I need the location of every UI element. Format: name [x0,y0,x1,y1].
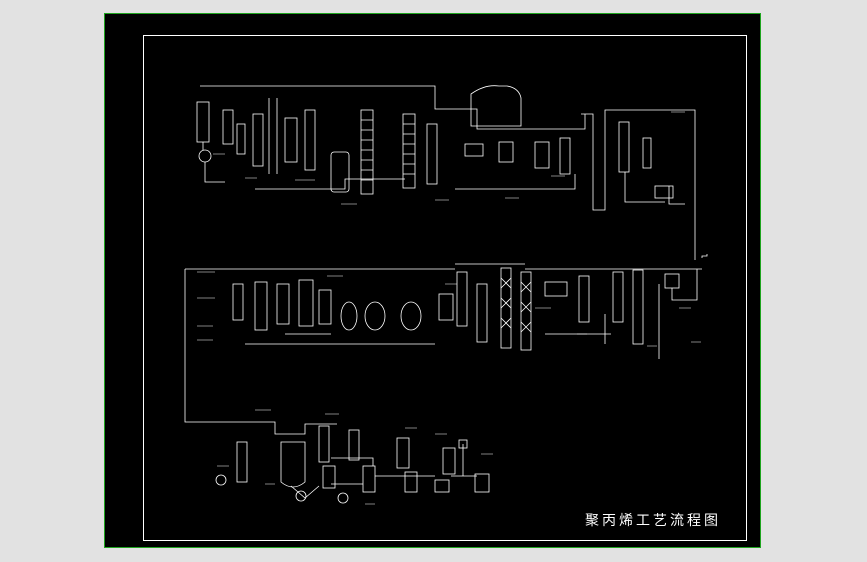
low-line-a [331,457,374,485]
mid-dryer-1 [612,271,624,323]
upper-return-pipe [255,178,405,190]
vessel-4 [252,113,264,167]
exchanger-4 [559,137,571,175]
vessel-3 [236,123,246,155]
mid-column-4 [520,271,532,351]
low-pump-2 [295,490,307,502]
feed-line [202,142,225,183]
middle-process-line [184,254,708,423]
mid-column-1 [456,271,468,327]
mid-final-line [658,269,698,359]
tank-vertical [268,98,278,174]
tower-right-2 [642,137,652,169]
upper-bottom-line [455,174,576,190]
mid-tank-3 [400,301,422,331]
exchanger-1 [464,143,484,157]
low-column-2 [348,429,360,461]
low-packaging-2 [474,473,490,493]
low-silo [442,447,456,475]
upper-process-line [196,85,696,260]
annotation-marks [197,111,701,505]
upper-feed-header [200,85,586,130]
low-packaging-1 [434,479,450,493]
mid-vessel-1 [232,283,244,321]
drum-1 [330,151,350,193]
mid-column-4-lattice [520,281,532,333]
connector-upper-middle [701,254,708,258]
middle-header-pipe [185,263,702,270]
lower-process-line [215,421,490,504]
low-vessel-3 [362,465,376,493]
drawing-sheet: 聚丙烯工艺流程图 [104,13,761,548]
mid-tank-2 [364,301,386,331]
low-column-1 [318,425,330,463]
column-4 [426,123,438,185]
low-vessel-2 [322,465,336,489]
tower-right-1 [618,121,630,173]
cyclone-pipe [624,172,685,205]
mid-reactor-2 [298,279,314,327]
mid-exchanger [438,293,454,321]
mid-dryer-2 [632,269,644,345]
low-line-b [375,444,477,477]
low-pump-1 [215,474,227,486]
mid-reactor-3 [318,289,332,325]
mid-column-3-lattice [500,277,512,329]
drawing-frame-border [143,35,747,541]
mid-hopper [544,281,568,297]
exchanger-2 [498,141,514,163]
process-flow-diagram [184,85,708,505]
low-mixer [290,485,320,499]
mid-reactor-1 [276,283,290,325]
column-2 [360,109,374,195]
low-vessel-1 [236,441,248,483]
transfer-line [581,109,696,260]
vessel-2 [222,109,234,145]
column-3-trays [403,123,415,175]
lower-header-pipe [255,421,337,435]
mid-circulation-line [245,333,435,345]
low-pump-3 [337,492,349,504]
low-exchanger-2 [404,471,418,493]
column-3 [402,113,416,189]
cyclone [654,185,674,199]
column-2-trays [361,119,373,181]
feed-vessel [196,101,210,143]
feed-pump [198,149,212,163]
low-exchanger-1 [396,437,410,469]
mid-column-2 [476,283,488,343]
low-small-vessel [458,439,468,449]
storage-tank [470,85,522,127]
drawing-title: 聚丙烯工艺流程图 [585,513,721,529]
column-1 [304,109,316,171]
mid-vessel-2 [254,281,268,331]
low-reactor-main [280,441,306,488]
mid-tank-1 [340,301,358,331]
middle-left-drop [184,269,255,423]
mid-final-vessel [664,273,680,289]
exchanger-3 [534,141,550,169]
mid-separator [578,275,590,323]
mid-right-line [545,314,611,344]
separator-1 [284,117,298,163]
